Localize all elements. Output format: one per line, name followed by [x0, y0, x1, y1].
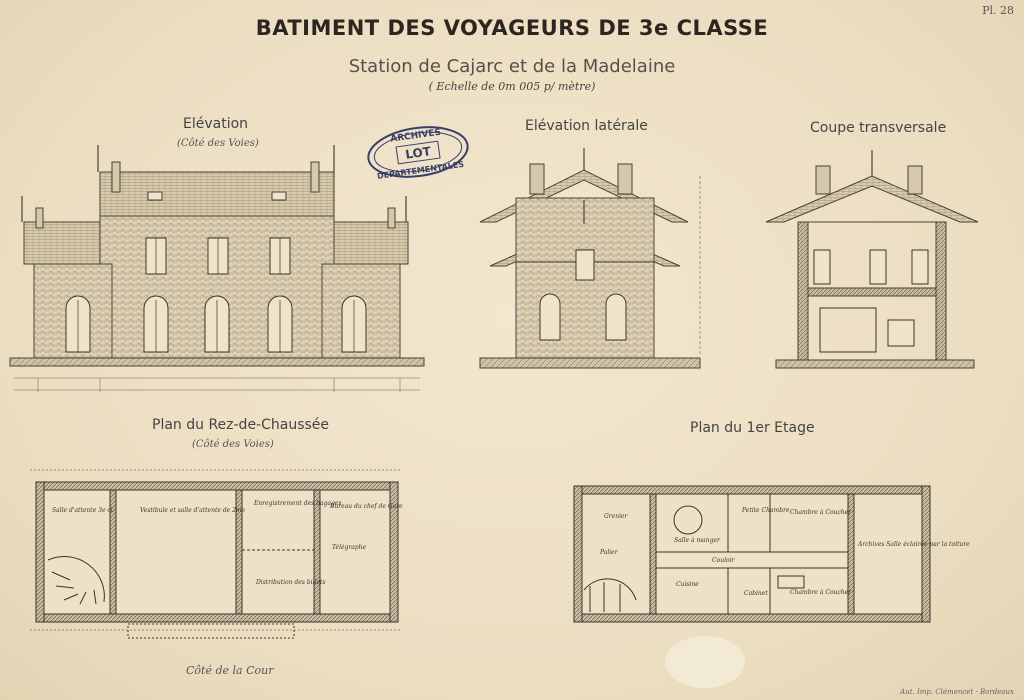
elevation-subtitle: (Côté des Voies)	[177, 138, 259, 149]
room-dining: Salle à manger	[674, 537, 721, 544]
section-title: Coupe transversale	[810, 120, 947, 136]
ground-plan-title: Plan du Rez-de-Chaussée	[152, 417, 330, 433]
room-landing: Palier	[599, 549, 619, 556]
side-elevation	[479, 148, 701, 369]
printer-credit: Aut. Imp. Clémencet - Bordeaux	[900, 688, 1014, 696]
ground-plan-subtitle: (Côté des Voies)	[192, 439, 274, 450]
ground-room-labels: Salle d'attente 3e cl. Vestibule et sall…	[52, 500, 403, 586]
sheet-title: BATIMENT DES VOYAGEURS DE 3e CLASSE	[255, 16, 769, 40]
room-telegraph: Télégraphe	[332, 544, 367, 551]
elevation-title: Elévation	[183, 116, 249, 132]
room-archives: Archives Salle éclairée par la toiture	[857, 541, 970, 548]
room-bedroom-1: Chambre à Coucher	[790, 509, 852, 516]
paper-stain	[665, 636, 745, 688]
room-baggage: Enregistrement des bagages	[253, 500, 341, 507]
archives-stamp: ARCHIVES LOT DEPARTEMENTALES	[367, 126, 469, 181]
room-attic: Grenier	[604, 513, 629, 520]
svg-text:LOT: LOT	[404, 144, 432, 162]
cross-section	[765, 150, 979, 369]
plate-number: Pl. 28	[982, 4, 1014, 17]
upper-room-labels: Grenier Palier Salle à manger Petite Cha…	[599, 507, 970, 597]
room-closet: Cabinet	[744, 590, 768, 597]
upper-plan-title: Plan du 1er Etage	[690, 420, 815, 436]
room-bedroom-small: Petite Chambre	[741, 507, 790, 514]
scale-note: ( Echelle de 0m 005 p/ mètre)	[428, 80, 596, 93]
room-bedroom-2: Chambre à Coucher	[790, 589, 852, 596]
room-vestibule: Vestibule et salle d'attente de 2me	[140, 507, 246, 514]
side-elevation-title: Elévation latérale	[525, 118, 648, 134]
room-waiting-3: Salle d'attente 3e cl.	[52, 507, 115, 514]
svg-text:DEPARTEMENTALES: DEPARTEMENTALES	[377, 160, 465, 181]
room-office: Bureau du chef de Gare	[329, 503, 403, 510]
upper-floor-plan	[573, 485, 931, 623]
station-name: Station de Cajarc et de la Madelaine	[348, 56, 676, 77]
room-tickets: Distribution des billets	[255, 579, 325, 586]
room-kitchen: Cuisine	[676, 581, 699, 588]
front-elevation	[9, 145, 425, 392]
ground-floor-plan	[30, 469, 400, 639]
ground-plan-footer: Côté de la Cour	[186, 664, 274, 677]
room-corridor: Couloir	[712, 557, 736, 564]
